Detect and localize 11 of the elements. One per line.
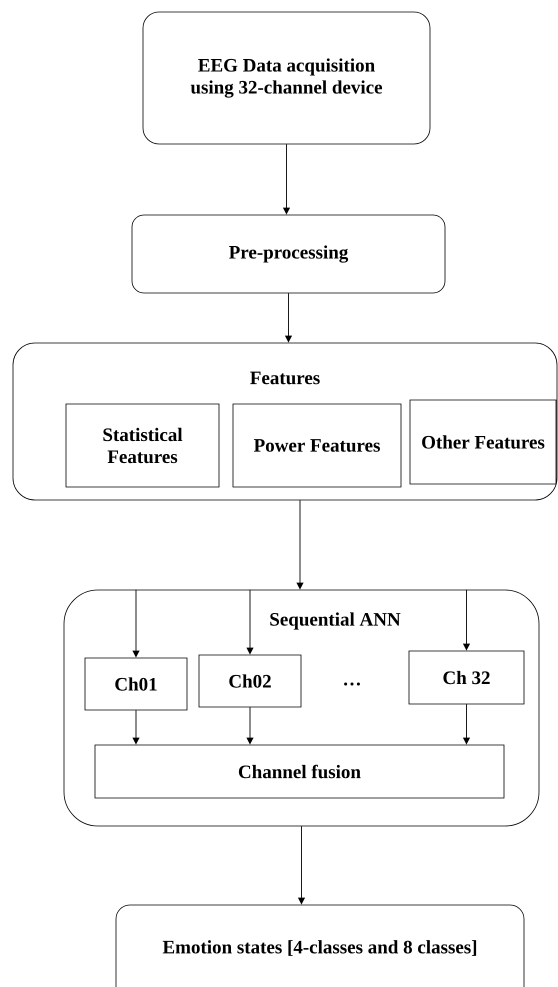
fusion-box: Channel fusion [94, 744, 504, 798]
feature-box: Power Features [232, 404, 402, 488]
feature-box: Statistical Features [66, 404, 220, 488]
channel-box: Ch 32 [408, 650, 524, 704]
output-box: Emotion states [4-classes and 8 classes] [116, 904, 524, 987]
process-box: Pre-processing [132, 214, 446, 294]
channel-box: Ch02 [198, 654, 302, 708]
process-box: EEG Data acquisition using 32-channel device [142, 12, 430, 144]
channel-box: Ch01 [84, 658, 188, 710]
ellipsis-label: … [344, 682, 360, 686]
feature-box: Other Features [410, 400, 556, 484]
